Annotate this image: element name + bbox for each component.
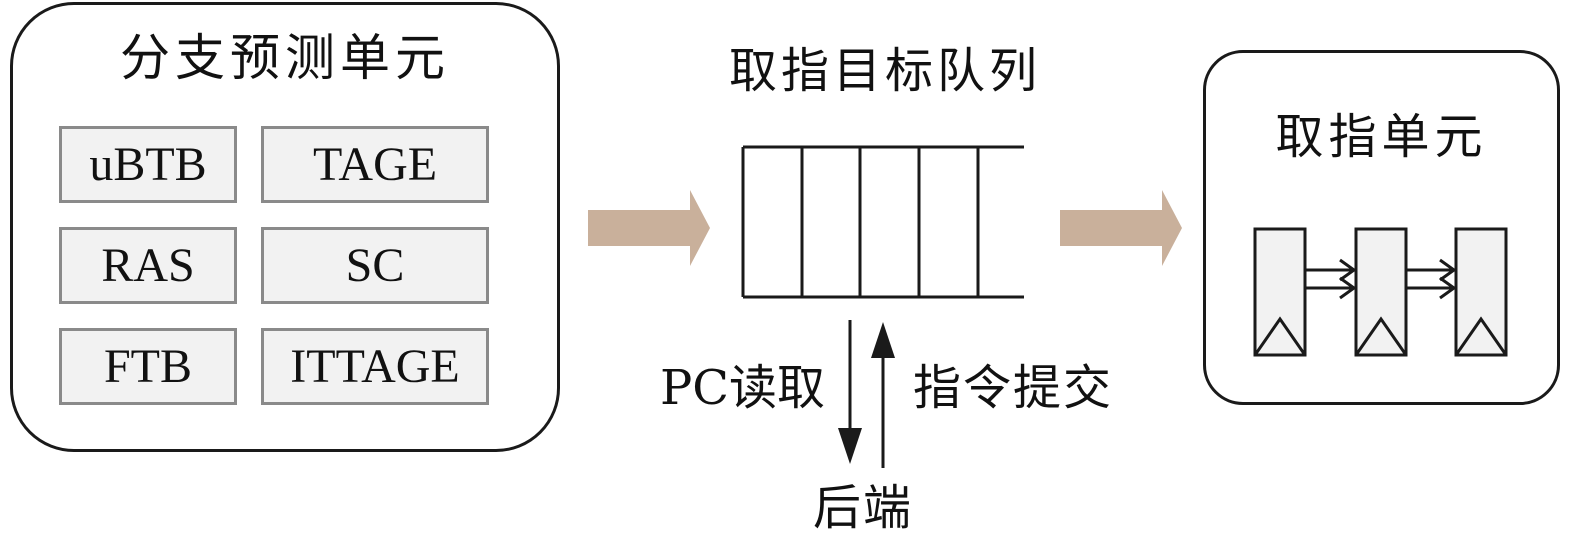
fetch-target-queue-title: 取指目标队列: [728, 43, 1041, 99]
predictor-cell-ittage: ITTAGE: [261, 328, 489, 405]
predictor-cell-tage: TAGE: [261, 126, 489, 203]
pipeline-register: [1354, 227, 1408, 357]
predictor-cell-ftb: FTB: [59, 328, 237, 405]
commit-arrow-up: [871, 322, 895, 468]
branch-prediction-unit-box: [10, 2, 560, 452]
predictor-cell-sc: SC: [261, 227, 489, 304]
pc-read-arrow-down: [838, 320, 862, 464]
backend-label: 后端: [813, 480, 914, 536]
register-connector-arrows: [1305, 258, 1457, 300]
ftq-to-ifu-arrow: [1060, 190, 1182, 266]
fetch-target-queue: [741, 145, 1024, 299]
pc-read-label: PC读取: [660, 360, 826, 416]
predictor-cell-ras: RAS: [59, 227, 237, 304]
fetch-unit-box: [1203, 50, 1560, 405]
bpu-to-ftq-arrow: [588, 190, 710, 266]
commit-label: 指令提交: [913, 360, 1114, 416]
predictor-cell-ubtb: uBTB: [59, 126, 237, 203]
fetch-unit-title: 取指单元: [1275, 109, 1488, 165]
pipeline-register: [1253, 227, 1307, 357]
branch-prediction-unit-title: 分支预测单元: [120, 29, 450, 87]
fetch-pipeline-registers: [1253, 227, 1508, 357]
pipeline-register: [1454, 227, 1508, 357]
backend-arrows: [838, 320, 895, 468]
